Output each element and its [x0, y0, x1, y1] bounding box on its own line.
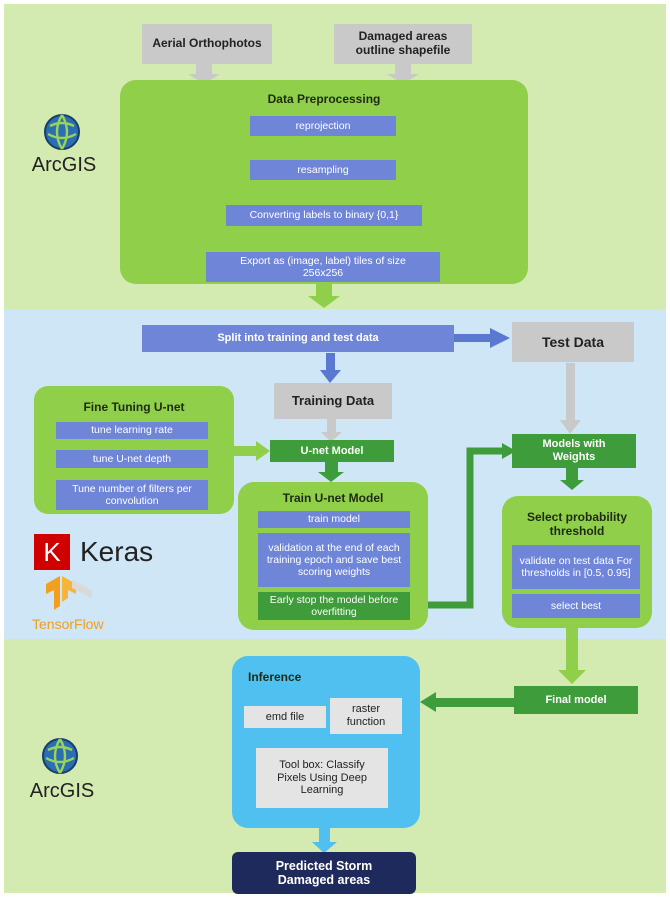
aerial-orthophotos-input: Aerial Orthophotos [142, 24, 272, 64]
validate-test-data-step: validate on test data For thresholds in … [512, 545, 640, 589]
threshold-title: Select probability threshold [526, 510, 628, 538]
unet-model-box: U-net Model [270, 440, 394, 462]
step-convert-labels: Converting labels to binary {0,1} [226, 205, 422, 226]
data-preprocessing-panel: Data Preprocessing [120, 80, 528, 284]
keras-logo: K Keras [34, 534, 174, 570]
split-training-test-box: Split into training and test data [142, 325, 454, 352]
train-unet-title: Train U-net Model [282, 491, 384, 505]
keras-label: Keras [80, 536, 154, 567]
step-export-tiles: Export as (image, label) tiles of size 2… [206, 252, 440, 282]
keras-k-icon: K [34, 534, 70, 570]
fine-tuning-title: Fine Tuning U-net [83, 400, 185, 414]
early-stop-step: Early stop the model before overfitting [258, 592, 410, 620]
raster-function-box: raster function [330, 698, 402, 734]
tensorflow-icon [46, 576, 92, 610]
select-best-step: select best [512, 594, 640, 618]
training-data-box: Training Data [274, 383, 392, 419]
damaged-areas-shapefile-input: Damaged areas outline shapefile [334, 24, 472, 64]
toolbox-classify-pixels-box: Tool box: Classify Pixels Using Deep Lea… [256, 748, 388, 808]
data-preprocessing-title: Data Preprocessing [267, 92, 381, 106]
tensorflow-label: TensorFlow [32, 616, 104, 632]
inference-title: Inference [248, 670, 302, 684]
final-model-box: Final model [514, 686, 638, 714]
emd-file-box: emd file [244, 706, 326, 728]
test-data-box: Test Data [512, 322, 634, 362]
predicted-damaged-areas-output: Predicted Storm Damaged areas [232, 852, 416, 894]
step-resampling: resampling [250, 160, 396, 180]
step-reprojection: reprojection [250, 116, 396, 136]
arcgis-logo-top: ArcGIS [24, 112, 104, 184]
models-with-weights-box: Models with Weights [512, 434, 636, 468]
arrow-aerial-down [188, 62, 220, 84]
arcgis-label-bottom: ArcGIS [29, 780, 95, 802]
tensorflow-logo: TensorFlow [32, 576, 142, 636]
arcgis-logo-bottom: ArcGIS [22, 736, 102, 808]
globe-icon [44, 114, 80, 150]
arcgis-label-top: ArcGIS [31, 154, 97, 176]
tune-learning-rate: tune learning rate [56, 422, 208, 439]
validation-save-weights-step: validation at the end of each training e… [258, 533, 410, 587]
globe-icon [42, 738, 78, 774]
tune-number-filters: Tune number of filters per convolution [56, 480, 208, 510]
arrow-damaged-down [387, 62, 419, 84]
train-model-step: train model [258, 511, 410, 528]
tune-unet-depth: tune U-net depth [56, 450, 208, 468]
